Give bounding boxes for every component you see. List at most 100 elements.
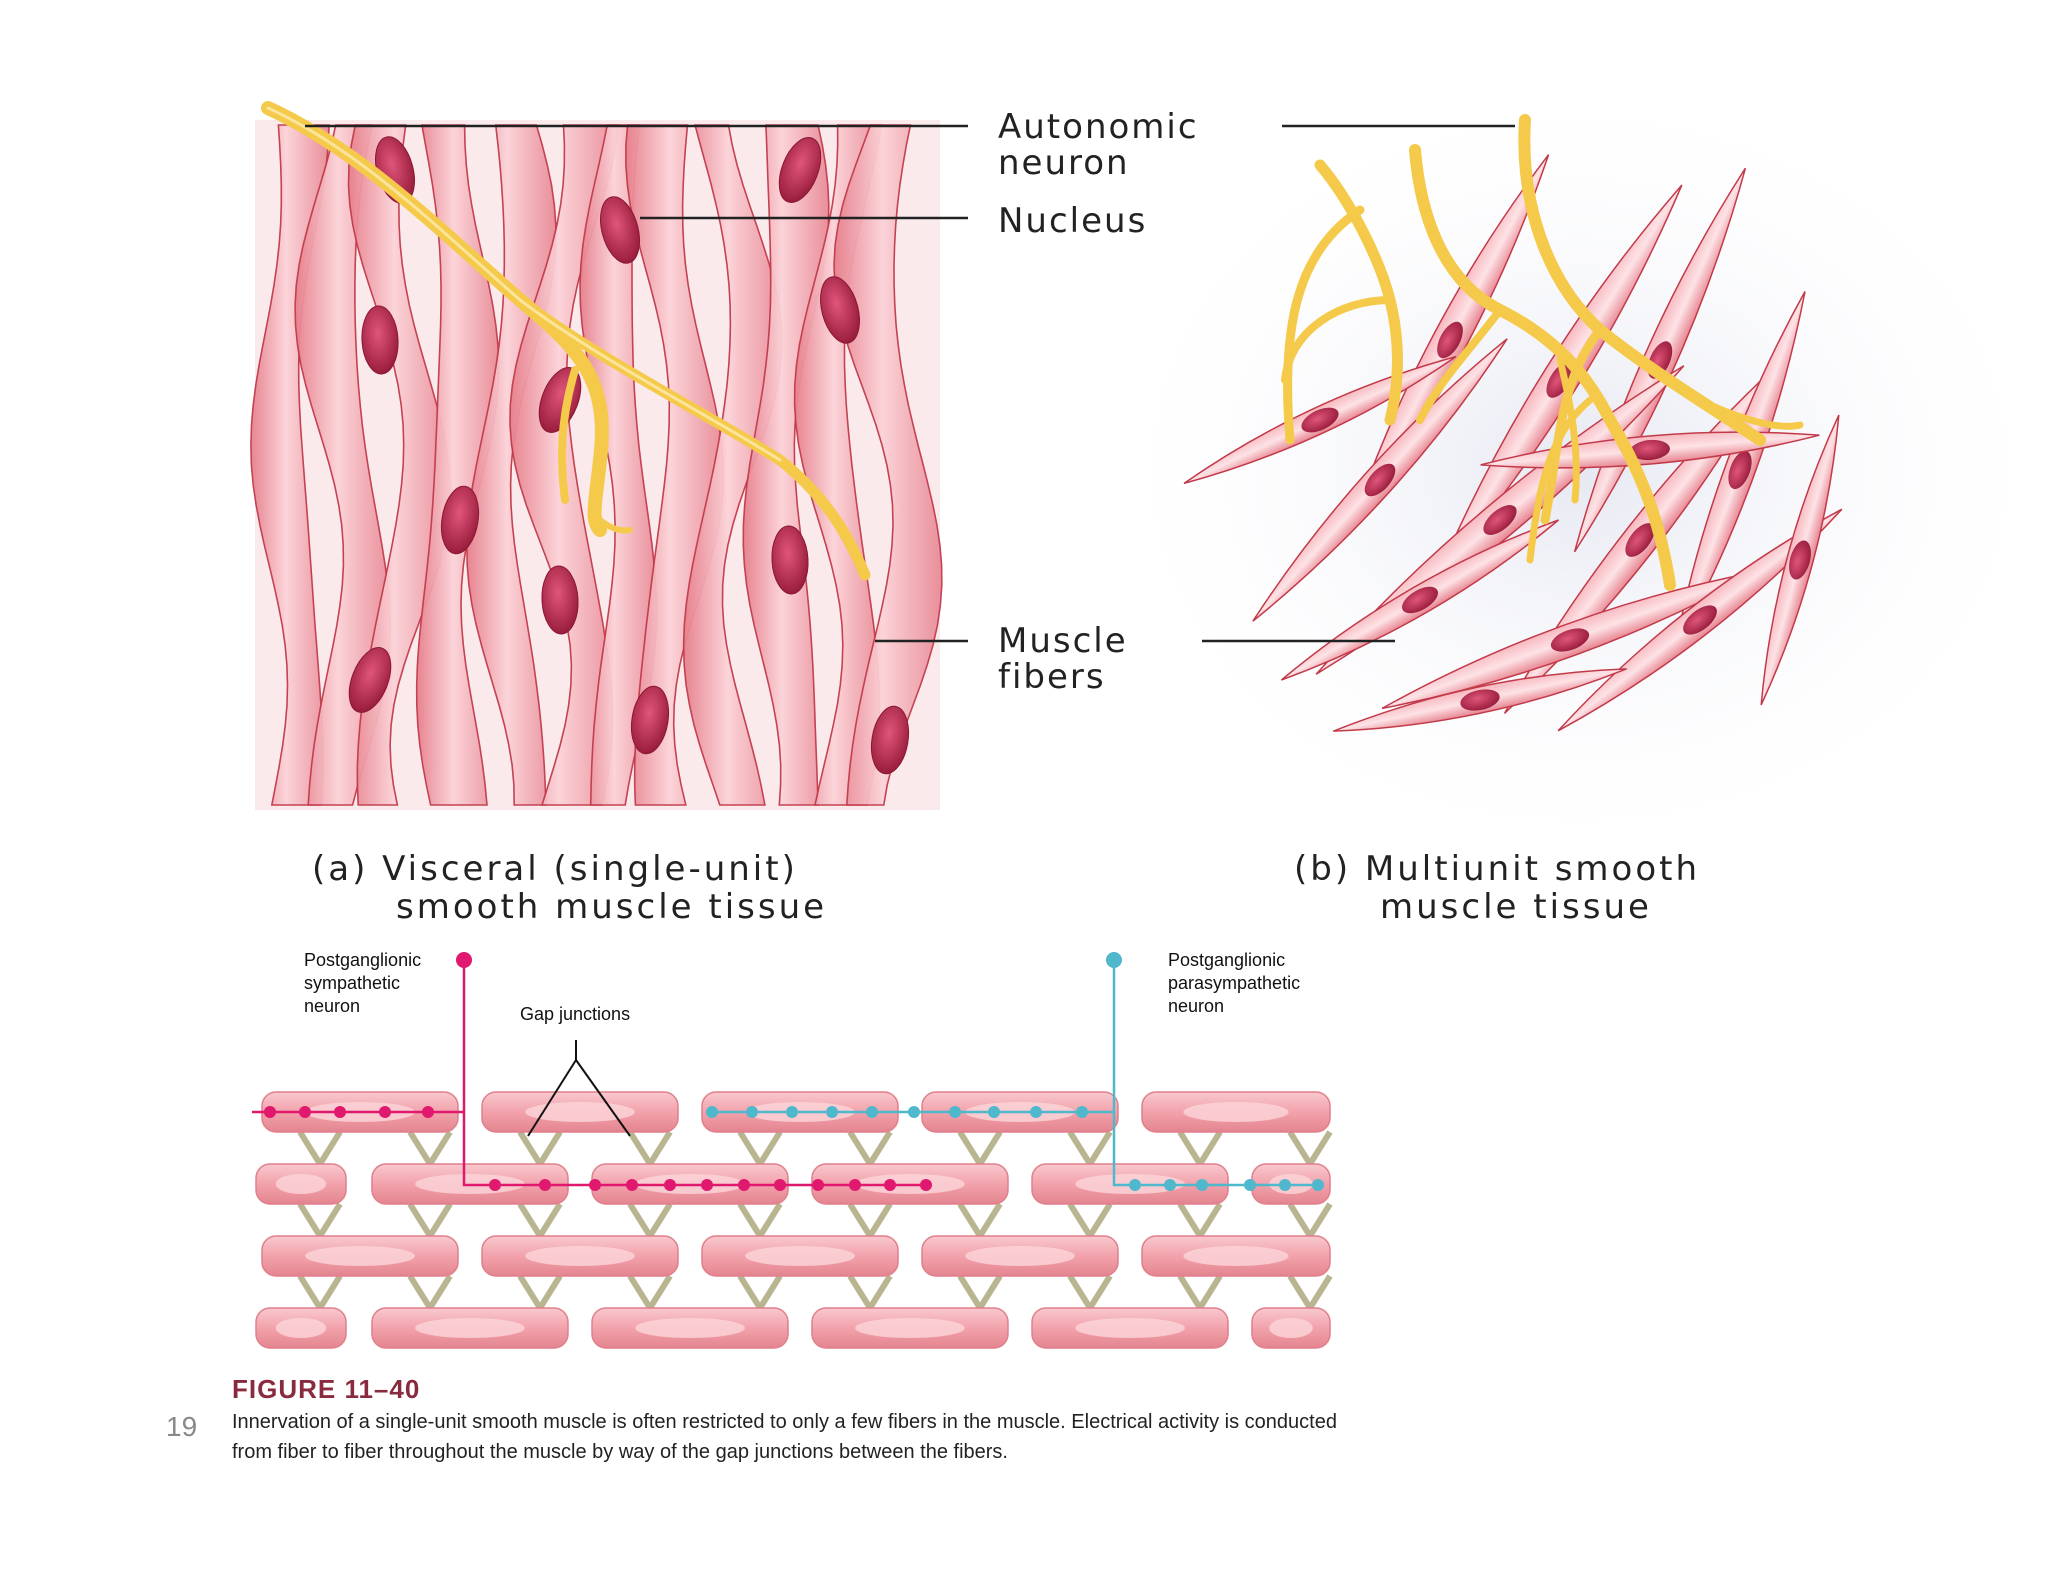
gap-junction-pointers <box>527 1040 631 1137</box>
gap-junction <box>1087 1202 1113 1238</box>
muscle-fiber-a <box>625 124 725 806</box>
gap-junction <box>867 1130 893 1166</box>
caption-a-line2: smooth muscle tissue <box>396 887 827 927</box>
nucleus-b <box>1460 689 1500 711</box>
nucleus-a <box>771 525 809 595</box>
parasympathetic-varicosity <box>1076 1106 1088 1118</box>
gap-junction <box>407 1202 433 1238</box>
gap-junction <box>757 1274 783 1310</box>
parasympathetic-varicosity <box>746 1106 758 1118</box>
nucleus-b <box>1683 605 1717 635</box>
gap-junction <box>737 1130 763 1166</box>
cell-highlight <box>1183 1102 1289 1122</box>
sympathetic-varicosity <box>422 1106 434 1118</box>
gap-junction <box>647 1274 673 1310</box>
nucleus-a <box>440 485 480 555</box>
muscle-fiber-a <box>833 124 943 806</box>
page-number: 19 <box>166 1411 197 1442</box>
sympathetic-neuron-body <box>456 952 472 968</box>
figure-caption-line1: Innervation of a single-unit smooth musc… <box>232 1411 1337 1433</box>
gap-junction <box>957 1274 983 1310</box>
cell-highlight <box>1183 1246 1289 1266</box>
muscle-fiber-a <box>415 124 500 806</box>
gap-junction <box>977 1274 1003 1310</box>
sympathetic-varicosity <box>626 1179 638 1191</box>
sympathetic-varicosity <box>812 1179 824 1191</box>
leader-lines <box>305 124 1515 643</box>
gap-junction-diagram <box>252 952 1333 1349</box>
gap-junction <box>407 1130 433 1166</box>
nucleus-b <box>1789 540 1811 580</box>
sympathetic-varicosity <box>664 1179 676 1191</box>
sympathetic-label-line3: neuron <box>304 996 360 1016</box>
parasympathetic-varicosity <box>786 1106 798 1118</box>
label-nucleus: Nucleus <box>998 201 1147 241</box>
sympathetic-varicosity <box>849 1179 861 1191</box>
cell-highlight <box>635 1318 745 1338</box>
figure-title: FIGURE 11–40 <box>232 1374 420 1404</box>
parasympathetic-varicosity <box>908 1106 920 1118</box>
parasympathetic-label-line2: parasympathetic <box>1168 973 1300 993</box>
label-autonomic-line2: neuron <box>998 143 1130 183</box>
gap-junction <box>517 1130 543 1166</box>
parasympathetic-varicosity <box>706 1106 718 1118</box>
gap-junction <box>537 1202 563 1238</box>
sympathetic-varicosity <box>774 1179 786 1191</box>
gap-junction <box>627 1274 653 1310</box>
sympathetic-varicosity <box>589 1179 601 1191</box>
sympathetic-varicosity <box>738 1179 750 1191</box>
cell-highlight <box>965 1246 1075 1266</box>
parasympathetic-varicosity <box>1129 1179 1141 1191</box>
gap-junction <box>1287 1202 1313 1238</box>
nucleus-a <box>348 647 392 713</box>
gap-junction <box>297 1274 323 1310</box>
parasympathetic-neuron-body <box>1106 952 1122 968</box>
gap-junction <box>627 1130 653 1166</box>
gap-junction <box>427 1202 453 1238</box>
gap-junction <box>847 1202 873 1238</box>
gap-junction <box>317 1202 343 1238</box>
nucleus-b <box>1301 407 1339 433</box>
nucleus-a <box>778 137 822 203</box>
gap-junction <box>427 1274 453 1310</box>
gap-junction <box>1307 1202 1333 1238</box>
nucleus-b <box>1546 362 1574 398</box>
gap-junction <box>537 1274 563 1310</box>
nucleus-b <box>1630 439 1670 461</box>
gap-junction <box>647 1202 673 1238</box>
cell-highlight <box>1269 1318 1313 1338</box>
sympathetic-label-line1: Postganglionic <box>304 950 421 970</box>
gap-junction <box>1067 1274 1093 1310</box>
figure-caption-line2: from fiber to fiber throughout the muscl… <box>232 1441 1008 1463</box>
parasympathetic-varicosity <box>1164 1179 1176 1191</box>
cell-highlight <box>525 1246 635 1266</box>
cell-highlight <box>855 1318 965 1338</box>
parasympathetic-varicosity <box>1279 1179 1291 1191</box>
gap-junction <box>537 1130 563 1166</box>
cell-highlight <box>305 1246 415 1266</box>
sympathetic-varicosity <box>379 1106 391 1118</box>
gap-junction <box>297 1130 323 1166</box>
gap-junction <box>1067 1202 1093 1238</box>
nucleus-b <box>1625 523 1655 557</box>
caption-a-line1: (a) Visceral (single-unit) <box>312 849 798 889</box>
cell-highlight <box>275 1174 327 1194</box>
gap-junction <box>407 1274 433 1310</box>
gap-junction <box>1087 1274 1113 1310</box>
gap-junction <box>1067 1130 1093 1166</box>
gap-junction <box>1177 1274 1203 1310</box>
gap-junction <box>867 1202 893 1238</box>
sympathetic-label-line2: sympathetic <box>304 973 400 993</box>
gap-junction <box>1177 1130 1203 1166</box>
caption-b-line2: muscle tissue <box>1380 887 1652 927</box>
gap-junction <box>517 1202 543 1238</box>
gap-junction <box>1287 1274 1313 1310</box>
gap-junction <box>737 1202 763 1238</box>
nucleus-a <box>630 685 670 755</box>
autonomic-neuron-b <box>1281 114 1804 591</box>
nucleus-b <box>1401 586 1439 614</box>
sympathetic-varicosity <box>884 1179 896 1191</box>
nucleus-a <box>541 565 579 635</box>
gap-junction <box>1307 1274 1333 1310</box>
sympathetic-varicosity <box>920 1179 932 1191</box>
